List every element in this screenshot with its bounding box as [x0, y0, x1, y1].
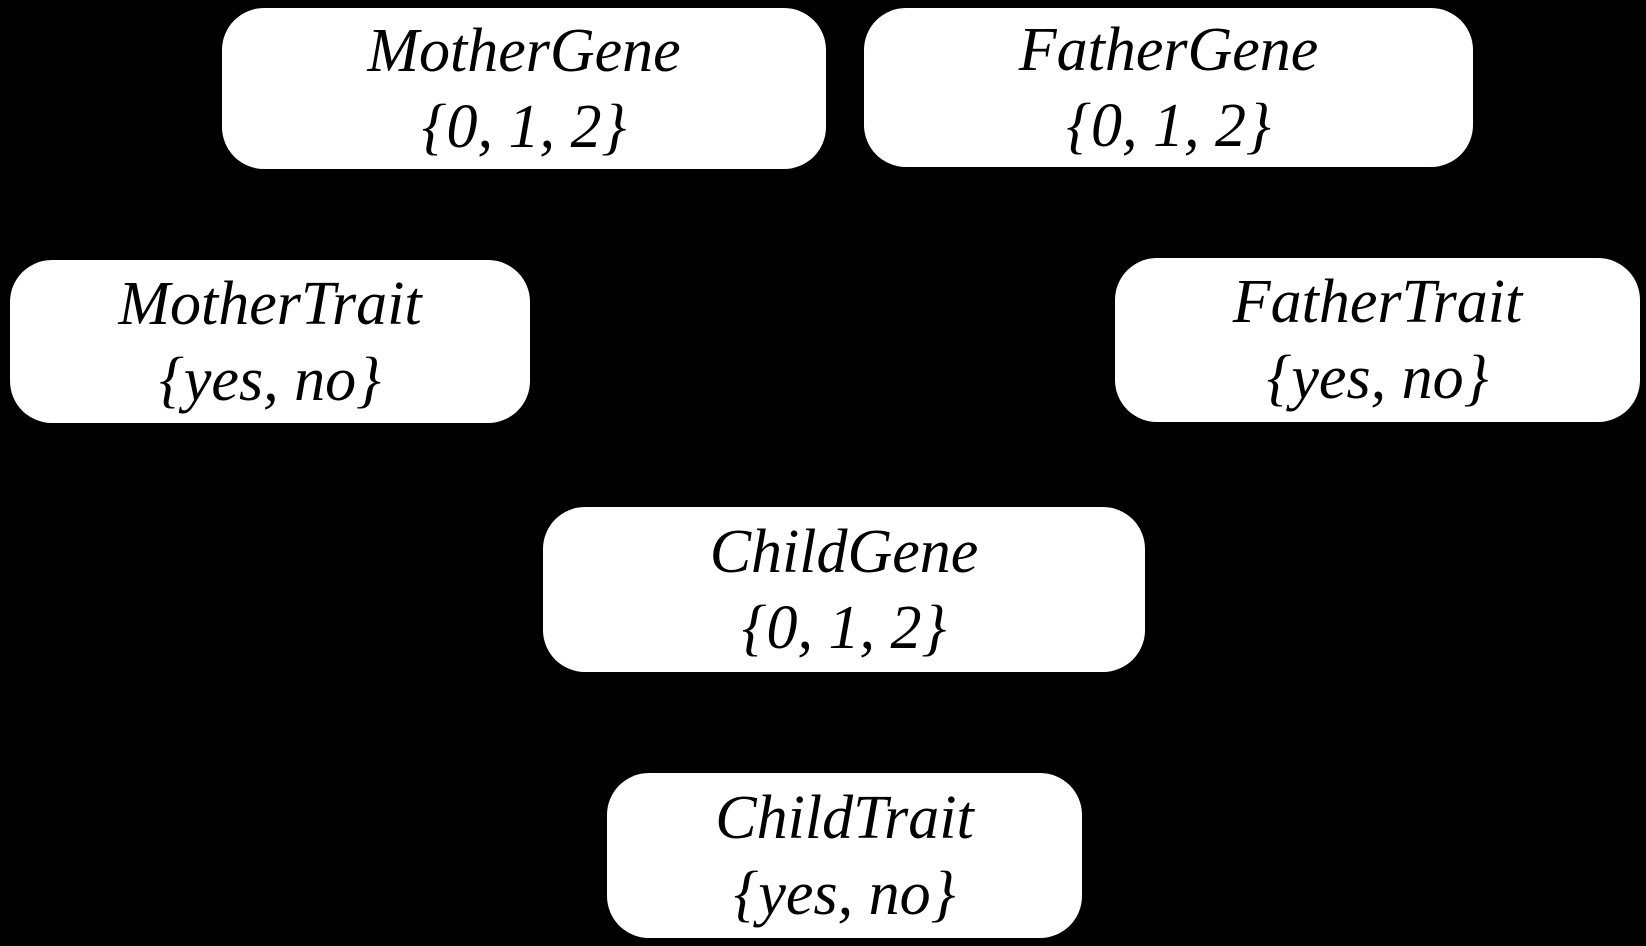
node-title: FatherTrait	[1232, 268, 1523, 336]
node-title: MotherGene	[367, 16, 681, 85]
node-mother-gene: MotherGene {0, 1, 2}	[222, 8, 826, 169]
node-child-gene: ChildGene {0, 1, 2}	[543, 507, 1145, 672]
node-title: MotherTrait	[118, 269, 422, 338]
node-values: {yes, no}	[1266, 344, 1489, 412]
node-child-trait: ChildTrait {yes, no}	[607, 773, 1082, 938]
node-mother-trait: MotherTrait {yes, no}	[10, 260, 530, 423]
node-father-gene: FatherGene {0, 1, 2}	[864, 8, 1473, 167]
node-father-trait: FatherTrait {yes, no}	[1115, 258, 1640, 422]
node-values: {0, 1, 2}	[1066, 91, 1271, 160]
node-values: {yes, no}	[159, 345, 381, 414]
node-title: ChildGene	[709, 517, 979, 586]
node-title: ChildTrait	[715, 783, 974, 852]
node-values: {0, 1, 2}	[741, 593, 947, 662]
node-values: {yes, no}	[733, 859, 956, 928]
node-title: FatherGene	[1018, 15, 1319, 84]
node-values: {0, 1, 2}	[421, 92, 627, 161]
